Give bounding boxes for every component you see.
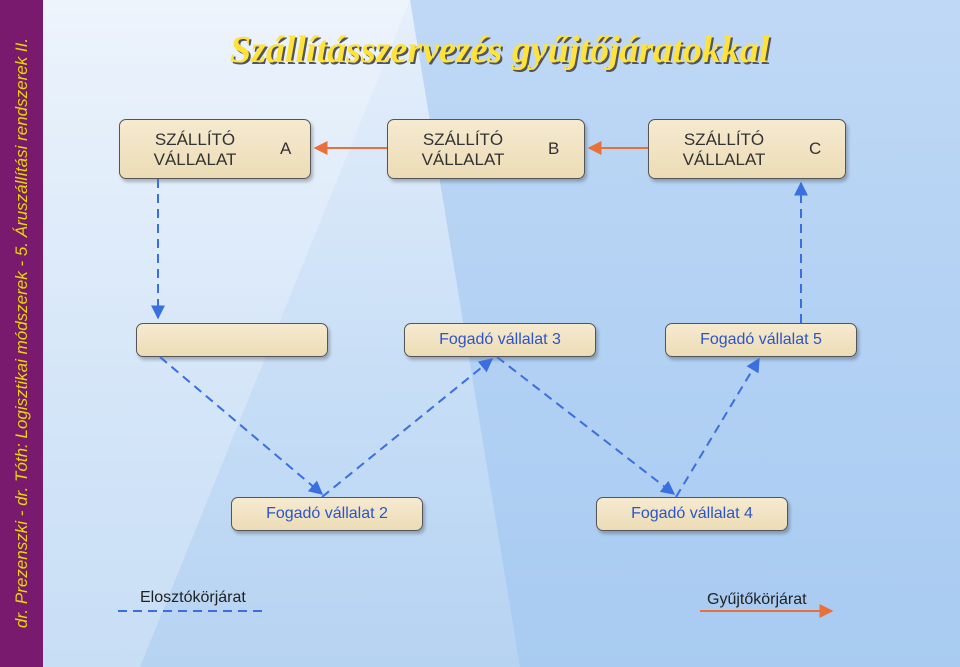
receiver-2-label: Fogadó vállalat 2: [266, 505, 388, 522]
sender-c-line2: VÁLLALAT: [682, 150, 766, 169]
sender-c-letter: C: [809, 139, 822, 158]
legend-distribution-label: Elosztókörjárat: [140, 589, 246, 606]
sender-a-line1: SZÁLLÍTÓ: [154, 130, 236, 149]
distribution-arrow-r4-to-r5: [675, 357, 760, 498]
legend-collection-label: Gyűjtőkörjárat: [707, 591, 807, 608]
receiver-4-label: Fogadó vállalat 4: [631, 505, 753, 522]
page-title: Szállításszervezés gyűjtőjáratokkal: [230, 29, 770, 71]
sender-a-line2: VÁLLALAT: [153, 150, 237, 169]
distribution-arrow-r2-to-r3: [321, 358, 494, 498]
sender-a-letter: A: [280, 139, 292, 158]
sender-b-letter: B: [548, 139, 560, 158]
distribution-arrow-r3-to-r4: [496, 356, 676, 495]
receiver-3-label: Fogadó vállalat 3: [439, 331, 561, 348]
sender-box-c: SZÁLLÍTÓ VÁLLALAT C: [648, 119, 846, 179]
receiver-box-5: Fogadó vállalat 5: [665, 323, 857, 357]
receiver-box-2: Fogadó vállalat 2: [231, 497, 423, 531]
sidebar: dr. Prezenszki - dr. Tóth: Logisztikai m…: [0, 0, 43, 667]
sender-b-line1: SZÁLLÍTÓ: [422, 130, 504, 149]
receiver-box-1: [136, 323, 328, 357]
receiver-box-3: Fogadó vállalat 3: [404, 323, 596, 357]
distribution-arrow-r1-to-r2: [159, 356, 324, 495]
receiver-box-4: Fogadó vállalat 4: [596, 497, 788, 531]
sender-b-line2: VÁLLALAT: [421, 150, 505, 169]
receiver-5-label: Fogadó vállalat 5: [700, 331, 822, 348]
sender-box-a: SZÁLLÍTÓ VÁLLALAT A: [119, 119, 311, 179]
sender-box-b: SZÁLLÍTÓ VÁLLALAT B: [387, 119, 585, 179]
sender-c-line1: SZÁLLÍTÓ: [683, 130, 765, 149]
